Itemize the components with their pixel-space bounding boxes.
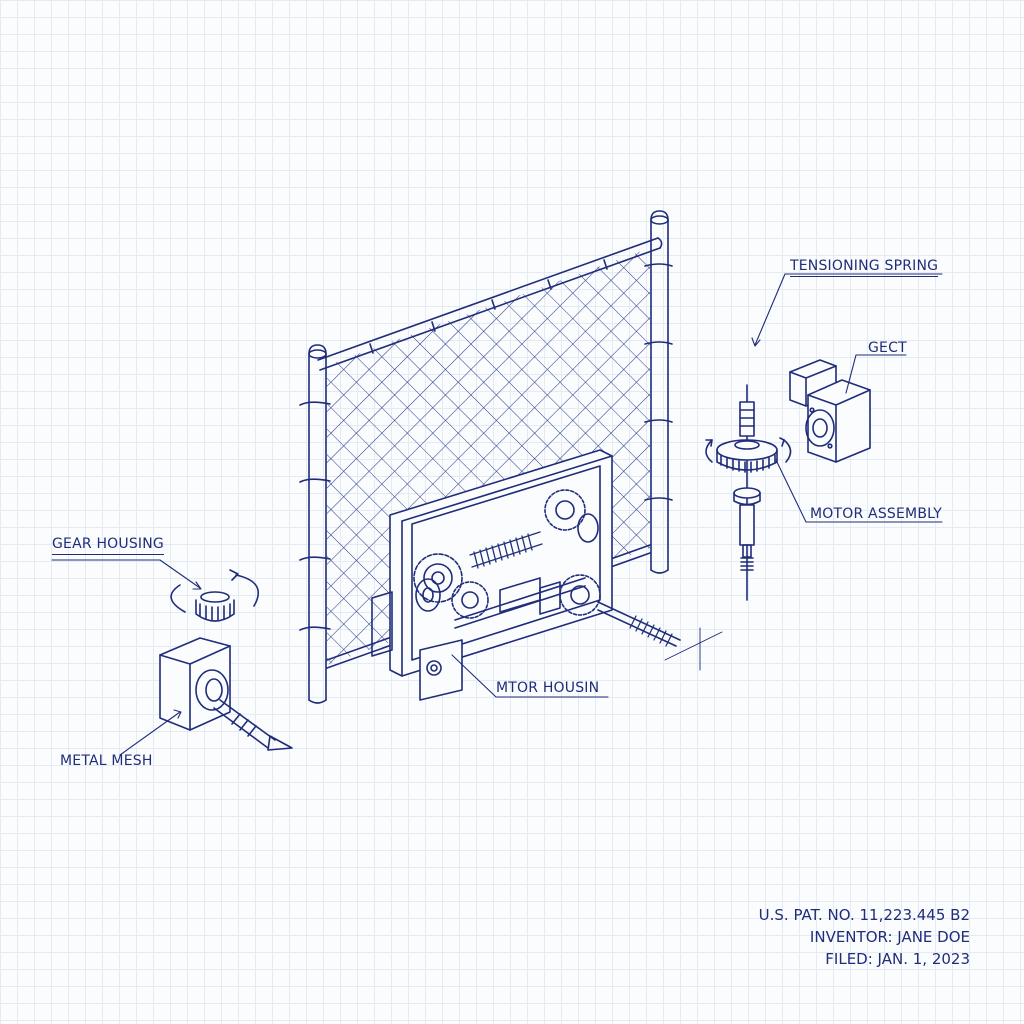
patent-number: U.S. PAT. NO. 11,223.445 B2 — [758, 906, 970, 924]
patent-filed-date: FILED: JAN. 1, 2023 — [825, 950, 970, 968]
gear-icon — [716, 439, 778, 473]
motor-assembly-part — [705, 273, 943, 601]
callout-motor-assembly: MOTOR ASSEMBLY — [810, 506, 943, 522]
patent-info-block: U.S. PAT. NO. 11,223.445 B2 INVENTOR: JA… — [759, 904, 970, 970]
callout-gect: GECT — [868, 340, 907, 356]
rotation-arrow-icon — [783, 439, 792, 463]
callout-metal-mesh: METAL MESH — [60, 753, 153, 769]
metal-mesh-motor-part — [119, 637, 293, 756]
callout-gear-housing: GEAR HOUSING — [52, 536, 164, 555]
callout-mtor-housin: MTOR HOUSIN — [496, 680, 600, 696]
gear-housing-part — [51, 559, 259, 622]
gear-icon — [544, 489, 586, 531]
rotation-arrow-icon — [235, 574, 259, 607]
rotation-arrow-icon — [705, 439, 713, 463]
callout-tensioning-spring: TENSIONING SPRING — [790, 258, 939, 277]
gear-icon — [451, 581, 489, 619]
patent-inventor: INVENTOR: JANE DOE — [809, 928, 970, 946]
rotation-arrow-icon — [170, 584, 186, 613]
gect-motor-part — [789, 354, 907, 463]
